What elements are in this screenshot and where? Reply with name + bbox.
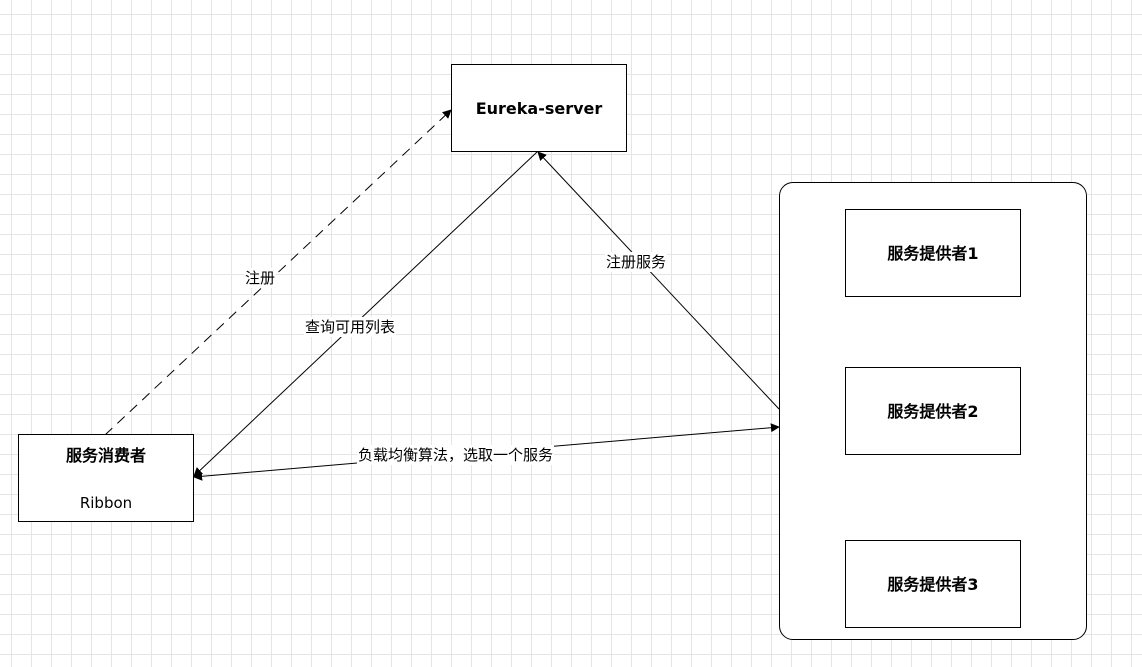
edge-consumer-register (104, 109, 452, 436)
edge-label-consumer-register: 注册 (244, 268, 277, 288)
consumer-title: 服务消费者 (65, 446, 146, 465)
consumer-subtitle: Ribbon (79, 494, 133, 512)
edge-label-load-balance: 负载均衡算法，选取一个服务 (357, 445, 555, 465)
provider-title-3: 服务提供者3 (887, 575, 979, 594)
edge-label-provider-register: 注册服务 (605, 252, 668, 272)
provider-title-2: 服务提供者2 (887, 402, 979, 421)
eureka-server-title: Eureka-server (475, 99, 603, 118)
provider-node-2: 服务提供者2 (845, 367, 1021, 455)
provider-node-3: 服务提供者3 (845, 540, 1021, 628)
edge-query-list (193, 151, 538, 477)
provider-title-1: 服务提供者1 (887, 244, 979, 263)
edge-label-query-list: 查询可用列表 (304, 317, 397, 337)
eureka-server-node: Eureka-server (451, 64, 627, 152)
edge-provider-register (537, 151, 780, 410)
provider-node-1: 服务提供者1 (845, 209, 1021, 297)
consumer-node: 服务消费者 Ribbon (18, 434, 194, 522)
